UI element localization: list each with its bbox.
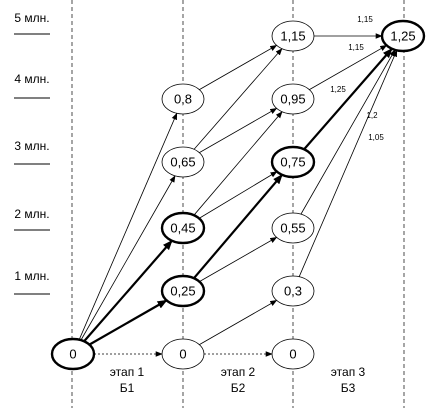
stage-label: этап 1 xyxy=(110,365,145,379)
edge-arrow xyxy=(83,239,173,342)
edge-arrow xyxy=(78,112,178,340)
node-label: 0 xyxy=(289,347,296,362)
node-s1-0: 0 xyxy=(161,338,205,370)
edge-arrow xyxy=(193,111,283,216)
node-label: 0,45 xyxy=(170,221,195,236)
node-ellipse xyxy=(271,20,315,52)
node-s1-08: 0,8 xyxy=(161,83,205,115)
node-ellipse xyxy=(161,146,205,178)
edge-labels: 1,05 1,2 1,25 1,15 1,15 xyxy=(330,15,384,142)
node-label: 0 xyxy=(179,347,186,362)
stage-code: Б3 xyxy=(341,381,356,395)
edge-arrow xyxy=(199,108,278,153)
stage-labels: этап 1 Б1 этап 2 Б2 этап 3 Б3 xyxy=(110,365,366,395)
edge-arrow xyxy=(300,49,396,215)
node-label: 1,15 xyxy=(280,29,305,44)
edge-arrow xyxy=(198,171,278,219)
y-label: 2 млн. xyxy=(14,207,49,221)
node-ellipse xyxy=(271,338,315,370)
node-s2-055: 0,55 xyxy=(271,212,315,244)
node-label: 0,75 xyxy=(280,155,305,170)
node-ellipse xyxy=(380,19,426,53)
node-ellipse xyxy=(161,83,205,115)
stage-code: Б1 xyxy=(120,381,135,395)
edge-label: 1,05 xyxy=(368,133,384,142)
node-end: 1,25 xyxy=(380,19,426,53)
edge-arrow xyxy=(298,49,398,277)
node-label: 0,65 xyxy=(170,155,195,170)
node-s2-115: 1,15 xyxy=(271,20,315,52)
edge-arrow xyxy=(199,300,278,345)
node-ellipse xyxy=(50,337,96,371)
node-label: 0,95 xyxy=(280,92,305,107)
node-s1-025: 0,25 xyxy=(160,274,206,308)
stage-code: Б2 xyxy=(231,381,246,395)
edge-arrow xyxy=(199,45,278,90)
y-label: 4 млн. xyxy=(14,72,49,86)
node-ellipse xyxy=(160,211,206,245)
edge-label: 1,2 xyxy=(366,111,378,120)
node-start: 0 xyxy=(50,337,96,371)
edge-arrow xyxy=(199,237,278,282)
node-label: 0,55 xyxy=(280,221,305,236)
edge-arrow xyxy=(303,47,393,150)
stage-label: этап 2 xyxy=(221,365,256,379)
node-ellipse xyxy=(270,145,316,179)
edge-label: 1,15 xyxy=(348,43,364,52)
edge-arrow xyxy=(309,45,388,90)
node-ellipse xyxy=(271,83,315,115)
node-label: 0,8 xyxy=(174,92,192,107)
edges xyxy=(78,33,398,357)
y-label: 3 млн. xyxy=(14,139,49,153)
edge-arrow xyxy=(88,299,168,346)
edge-arrow xyxy=(193,174,283,279)
edge-arrow xyxy=(80,175,176,341)
node-label: 0,3 xyxy=(284,284,302,299)
y-label: 5 млн. xyxy=(14,11,49,25)
node-s2-03: 0,3 xyxy=(271,275,315,307)
y-label: 1 млн. xyxy=(14,269,49,283)
edge-label: 1,25 xyxy=(330,85,346,94)
node-s2-095: 0,95 xyxy=(271,83,315,115)
node-ellipse xyxy=(271,212,315,244)
node-s1-065: 0,65 xyxy=(161,146,205,178)
stage-label: этап 3 xyxy=(331,365,366,379)
y-axis-labels: 5 млн. 4 млн. 3 млн. 2 млн. 1 млн. xyxy=(14,11,50,295)
node-ellipse xyxy=(161,338,205,370)
node-label: 0,25 xyxy=(170,284,195,299)
node-ellipse xyxy=(271,275,315,307)
node-ellipse xyxy=(160,274,206,308)
node-label: 0 xyxy=(69,347,76,362)
node-label: 1,25 xyxy=(390,29,415,44)
edge-arrow xyxy=(193,48,283,150)
edge-label: 1,15 xyxy=(357,15,373,24)
node-s1-045: 0,45 xyxy=(160,211,206,245)
node-s2-0: 0 xyxy=(271,338,315,370)
node-s2-075: 0,75 xyxy=(270,145,316,179)
stage-dividers xyxy=(71,0,405,408)
nodes: 0 0 0,25 0,45 0,65 0,8 0 0,3 0,55 0,75 0,95 1,15 1,2… xyxy=(50,19,426,371)
